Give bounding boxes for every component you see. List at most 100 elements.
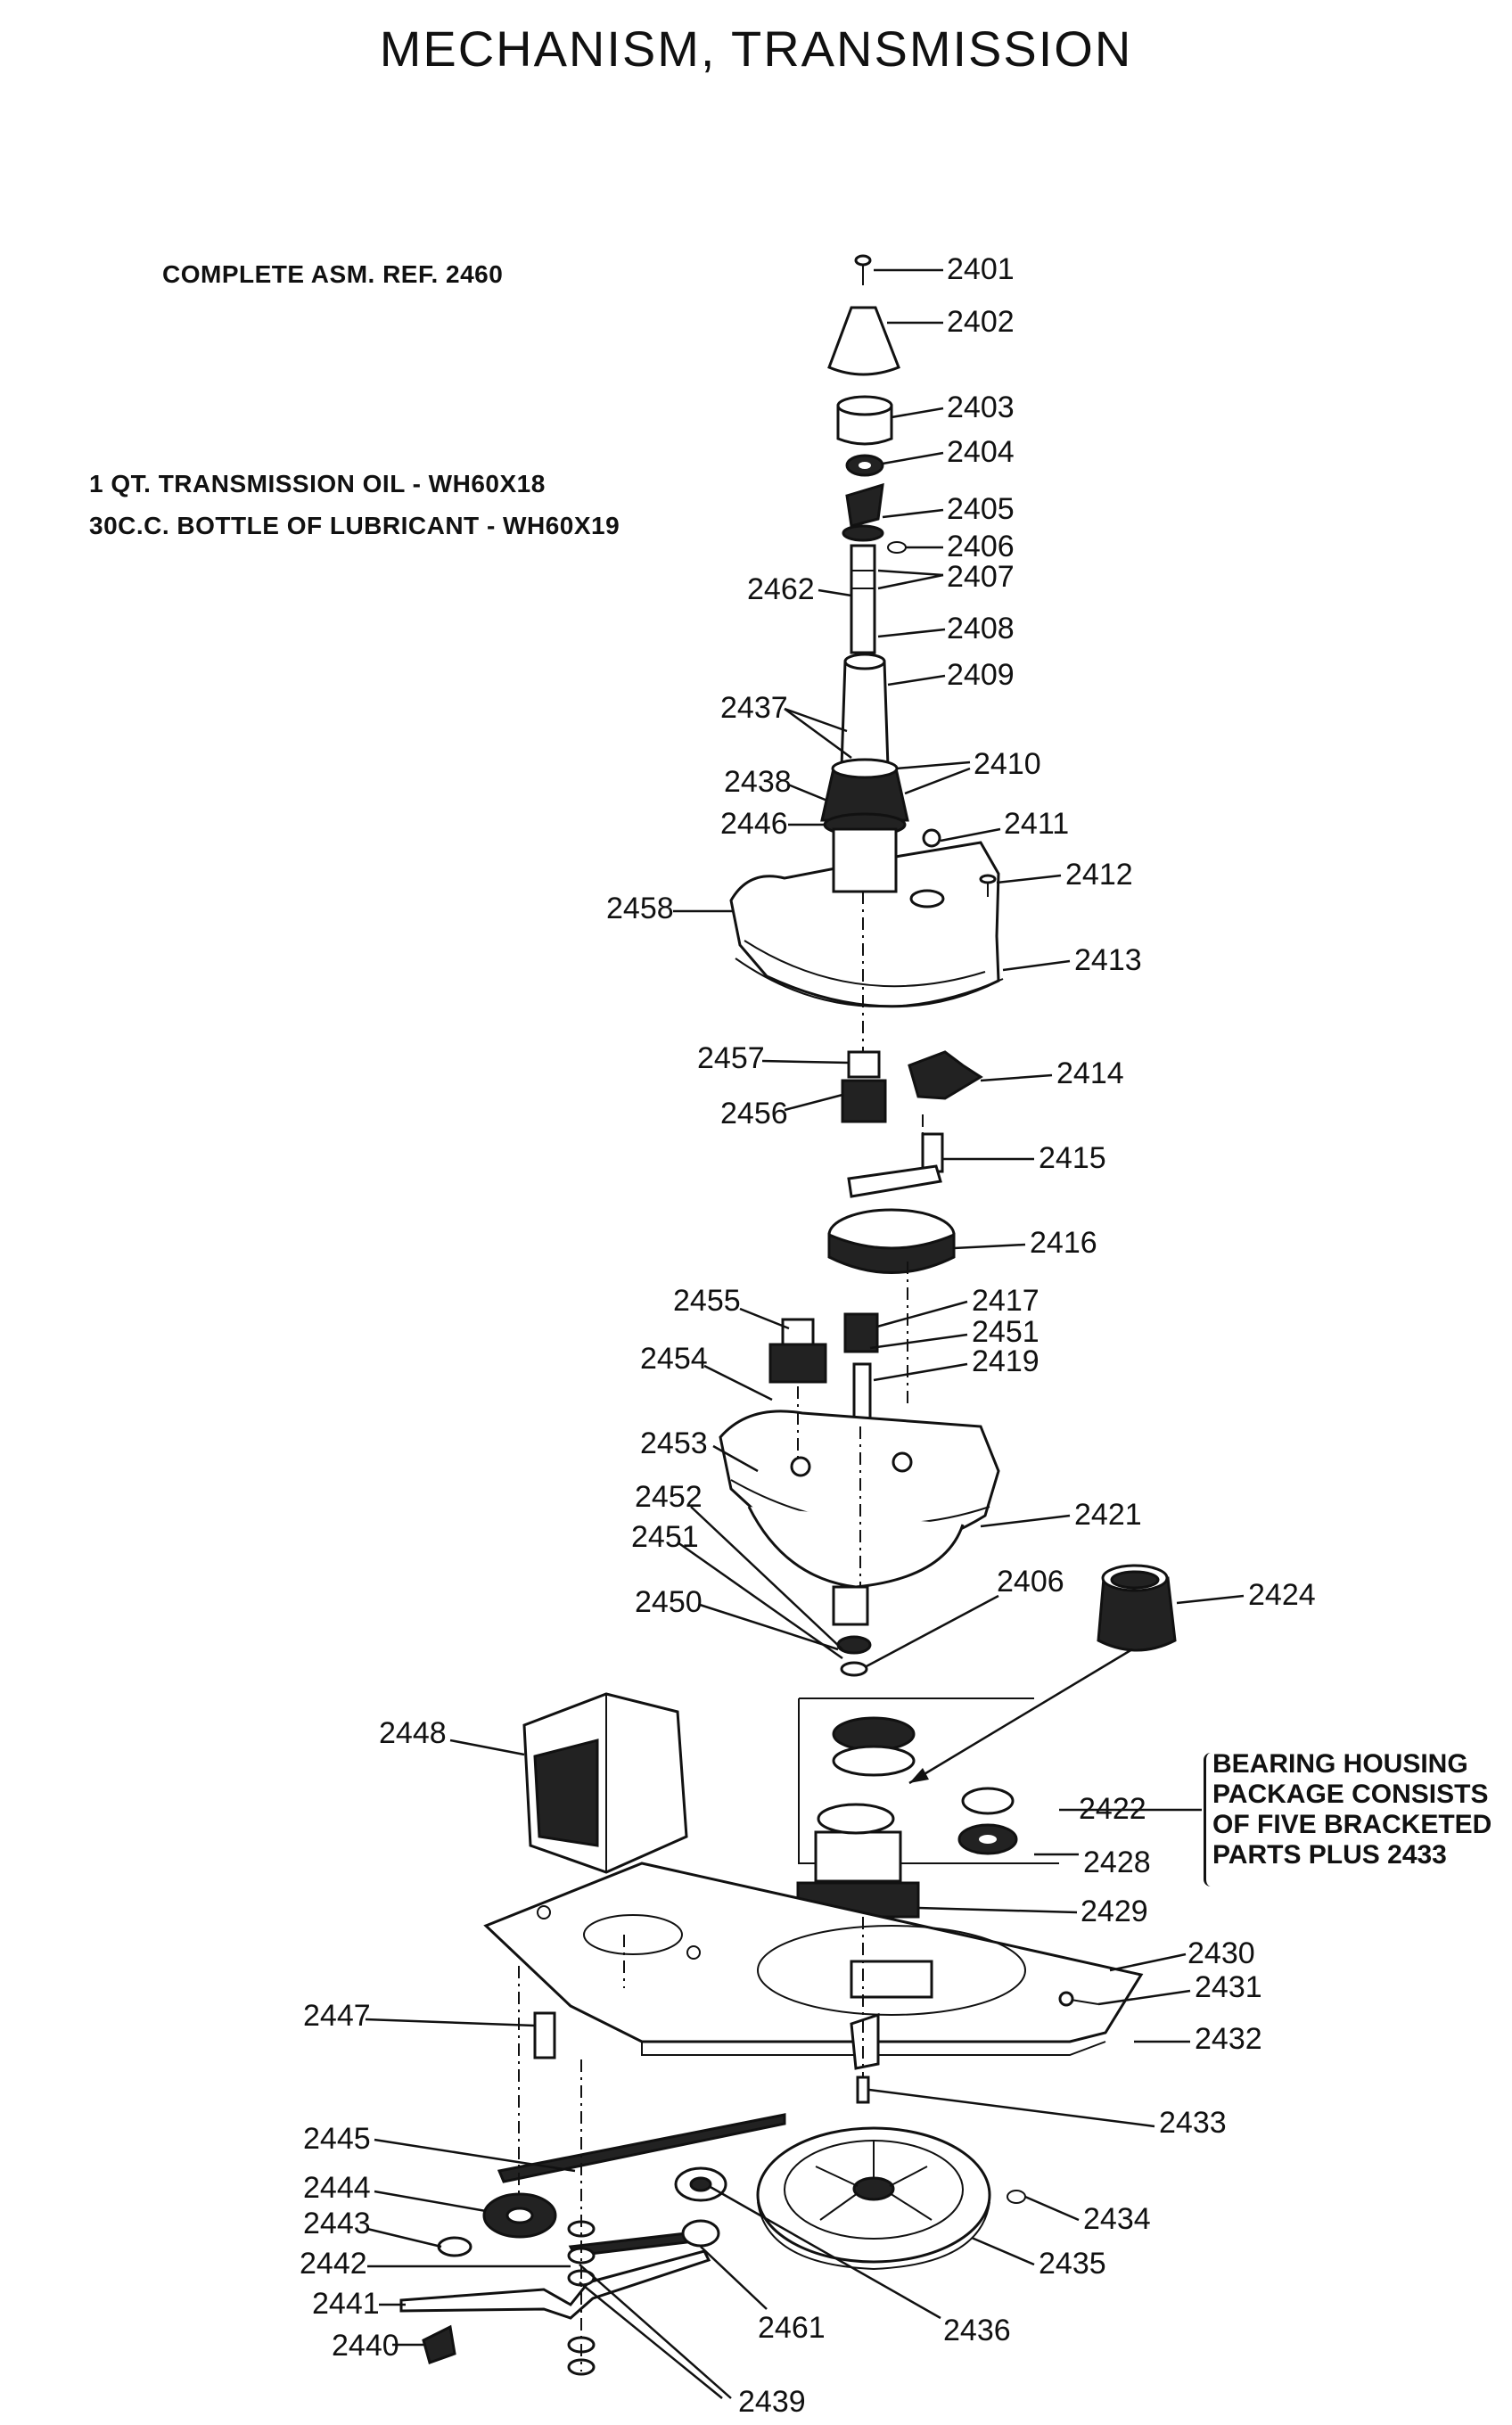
bearing-note-line-3: OF FIVE BRACKETED [1212, 1810, 1492, 1839]
label-2455: 2455 [673, 1284, 741, 1318]
label-2422: 2422 [1079, 1792, 1146, 1826]
bearing-package-box [798, 1698, 1059, 1864]
part-2434-ring [1007, 2190, 1026, 2204]
label-2438: 2438 [724, 765, 792, 799]
part-2441-idler-arm [399, 2249, 711, 2320]
part-2403-bushing [836, 395, 893, 446]
part-2410-seal-stack [820, 758, 909, 822]
complete-assembly-note: COMPLETE ASM. REF. 2460 [162, 260, 504, 288]
label-2434: 2434 [1083, 2202, 1151, 2236]
label-2428: 2428 [1083, 1845, 1151, 1879]
label-2406-lower: 2406 [997, 1565, 1064, 1599]
lubricant-note: 30C.C. BOTTLE OF LUBRICANT - WH60X19 [89, 512, 620, 539]
part-2456-pinion [841, 1050, 887, 1123]
label-2453: 2453 [640, 1426, 708, 1460]
label-2419: 2419 [972, 1344, 1040, 1378]
label-2437: 2437 [720, 691, 788, 725]
bearing-housing-note: BEARING HOUSING PACKAGE CONSISTS OF FIVE… [1212, 1749, 1491, 1870]
label-2461: 2461 [758, 2311, 826, 2345]
part-2440-spring [422, 2324, 456, 2364]
label-2457: 2457 [697, 1041, 765, 1075]
part-2439-washers [567, 2220, 596, 2376]
label-2451-lower: 2451 [631, 1520, 699, 1554]
label-2435: 2435 [1039, 2247, 1106, 2281]
label-2442: 2442 [300, 2247, 367, 2281]
bearing-note-line-2: PACKAGE CONSISTS [1212, 1780, 1489, 1809]
label-2448: 2448 [379, 1716, 447, 1750]
label-2421: 2421 [1074, 1498, 1142, 1532]
part-2448-motor [522, 1692, 688, 1926]
label-2441: 2441 [312, 2287, 380, 2321]
label-2446: 2446 [720, 807, 788, 841]
part-2433-bolt [856, 2076, 870, 2104]
label-2462: 2462 [747, 572, 815, 606]
label-2439: 2439 [738, 2385, 806, 2419]
label-2417: 2417 [972, 1284, 1040, 1318]
part-2445-belt [497, 2113, 786, 2257]
label-2404: 2404 [947, 435, 1015, 469]
part-2447-spacer [533, 2011, 556, 2059]
bearing-package-bracket [1204, 1753, 1219, 1887]
label-2405: 2405 [947, 492, 1015, 526]
part-2412-screw [979, 874, 997, 897]
part-2455-pinion [768, 1318, 827, 1384]
label-2413: 2413 [1074, 943, 1142, 977]
part-2458-upper-housing [729, 827, 1000, 1008]
bearing-note-line-4: PARTS PLUS 2433 [1212, 1840, 1447, 1870]
part-labels: 2401 2402 2403 2404 2405 2406 2407 2462 … [300, 252, 1316, 2419]
alignment-lines [518, 892, 924, 2372]
base-plate [483, 1862, 1144, 2070]
part-2431-screw [1058, 1991, 1099, 2007]
label-2402: 2402 [947, 305, 1015, 339]
part-2444-motor-pulley [482, 2192, 557, 2239]
part-2415-crank [847, 1132, 944, 1198]
label-2424: 2424 [1248, 1578, 1316, 1612]
part-2414-cam [908, 1050, 983, 1100]
label-2412: 2412 [1065, 858, 1133, 892]
label-2450: 2450 [635, 1585, 703, 1619]
label-2408: 2408 [947, 612, 1015, 645]
part-2450-washer [836, 1635, 872, 1677]
label-2410: 2410 [974, 747, 1041, 781]
label-2403: 2403 [947, 390, 1015, 424]
part-2443-clip [437, 2236, 472, 2257]
part-2406-ring [887, 541, 907, 554]
label-2431: 2431 [1195, 1970, 1262, 2004]
page-title: MECHANISM, TRANSMISSION [379, 21, 1133, 77]
part-2405-washer [842, 482, 884, 542]
part-2429-bearing-block [796, 1803, 920, 1919]
part-2436-pulley-hub [674, 2166, 727, 2248]
part-2417-pinion [843, 1312, 879, 1353]
label-2445: 2445 [303, 2122, 371, 2156]
label-2451-upper: 2451 [972, 1315, 1040, 1349]
part-2401-screw [854, 254, 872, 285]
label-2430: 2430 [1187, 1936, 1255, 1970]
part-2408-shaft [850, 544, 876, 654]
label-2401: 2401 [947, 252, 1015, 286]
label-2411: 2411 [1004, 807, 1069, 841]
label-2447: 2447 [303, 1999, 371, 2033]
label-2407: 2407 [947, 560, 1015, 594]
label-2436: 2436 [943, 2314, 1011, 2347]
part-2435-pulley [756, 2126, 991, 2271]
label-2443: 2443 [303, 2207, 371, 2240]
label-2432: 2432 [1195, 2022, 1262, 2056]
part-2402-cap [827, 306, 900, 376]
label-2452: 2452 [635, 1480, 703, 1514]
label-2440: 2440 [332, 2329, 399, 2363]
label-2444: 2444 [303, 2171, 371, 2205]
label-2456: 2456 [720, 1097, 788, 1130]
label-2429: 2429 [1081, 1895, 1148, 1928]
label-2458: 2458 [606, 892, 674, 925]
label-2454: 2454 [640, 1342, 708, 1376]
label-2406: 2406 [947, 530, 1015, 563]
bearing-note-line-1: BEARING HOUSING [1212, 1749, 1468, 1779]
part-2416-gear [827, 1208, 956, 1274]
part-2409-agitator-shaft [840, 653, 890, 769]
label-2416: 2416 [1030, 1226, 1097, 1260]
label-2415: 2415 [1039, 1141, 1106, 1175]
label-2433: 2433 [1159, 2106, 1227, 2140]
label-2409: 2409 [947, 658, 1015, 692]
part-2424-bearing-housing [1097, 1564, 1177, 1652]
